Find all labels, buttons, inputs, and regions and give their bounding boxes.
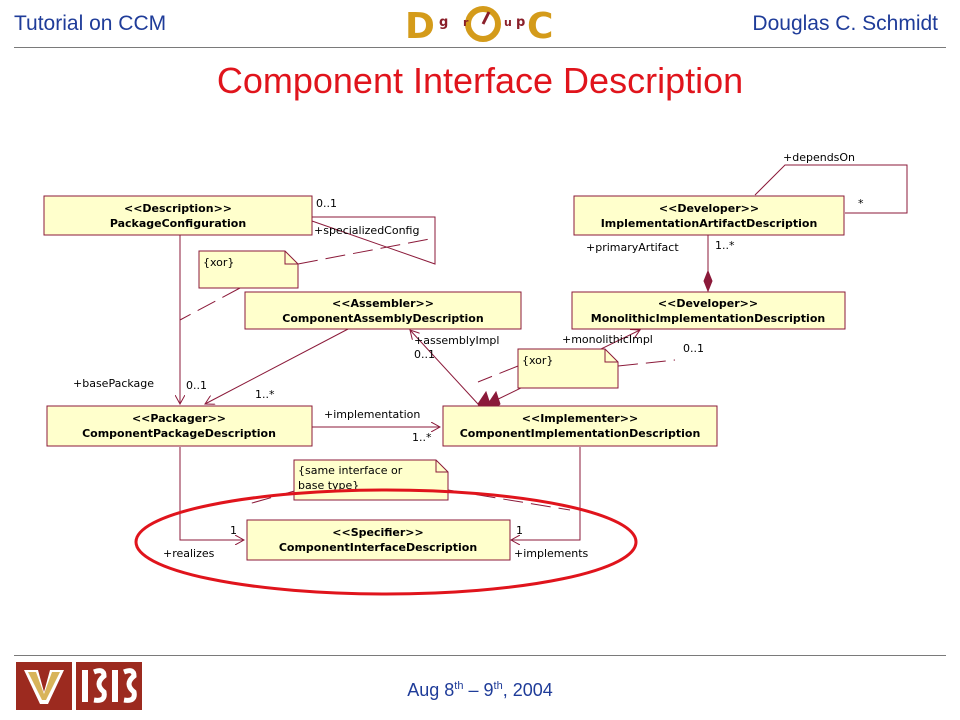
note-text-line1: {same interface or (298, 464, 403, 477)
label-role: +specializedConfig (314, 224, 419, 237)
footer-divider (14, 655, 946, 656)
label-role: +realizes (163, 547, 215, 560)
doc-group-logo: D g r O u p C (405, 6, 553, 44)
label-multiplicity: 0..1 (683, 342, 704, 355)
note-xor-middle: {xor} (517, 348, 619, 389)
label-multiplicity: 0..1 (316, 197, 337, 210)
primary-artifact-diamond (703, 269, 713, 293)
class-stereotype: <<Packager>> (132, 412, 226, 425)
label-role: +monolithicImpl (562, 333, 653, 346)
footer-date: Aug 8th – 9th, 2004 (0, 680, 960, 701)
class-name: MonolithicImplementationDescription (591, 312, 825, 325)
class-stereotype: <<Specifier>> (332, 526, 423, 539)
class-component-package: <<Packager>> ComponentPackageDescription (46, 405, 313, 447)
association-labels: 0..1 +specializedConfig +dependsOn * +pr… (73, 151, 864, 560)
depends-on-loop (754, 164, 908, 214)
class-name: ComponentPackageDescription (82, 427, 276, 440)
class-component-interface: <<Specifier>> ComponentInterfaceDescript… (246, 519, 511, 561)
specialized-config-loop (311, 216, 436, 265)
class-name: ComponentAssemblyDescription (282, 312, 483, 325)
class-name: ComponentImplementationDescription (460, 427, 701, 440)
vanderbilt-isis-logo (16, 662, 142, 710)
assembly-to-package-line (205, 327, 351, 404)
label-multiplicity: 1..* (715, 239, 735, 252)
slide-title: Component Interface Description (216, 60, 744, 101)
header-divider (14, 47, 946, 48)
logo-letter-p: p (516, 15, 525, 30)
logo-letter-u: u (504, 16, 512, 29)
footer-date-prefix: Aug 8 (407, 680, 455, 700)
label-multiplicity: 1 (230, 524, 237, 537)
label-multiplicity: 1..* (412, 431, 432, 444)
class-component-assembly: <<Assembler>> ComponentAssemblyDescripti… (244, 291, 522, 330)
association-lines (179, 164, 908, 540)
note-same-interface: {same interface or base type} (293, 459, 449, 501)
note-text: {xor} (522, 354, 553, 367)
note-text: {xor} (203, 256, 234, 269)
class-stereotype: <<Developer>> (658, 297, 758, 310)
label-multiplicity: 0..1 (414, 348, 435, 361)
implements-line (511, 447, 581, 540)
label-multiplicity: 1 (516, 524, 523, 537)
logo-letter-g: g (439, 15, 448, 30)
note-xor-top: {xor} (198, 250, 299, 289)
logo-letter-c: C (527, 6, 553, 44)
class-stereotype: <<Implementer>> (522, 412, 638, 425)
label-role: +primaryArtifact (586, 241, 679, 254)
footer-date-mid: – 9 (463, 680, 494, 700)
footer-date-suffix: , 2004 (502, 680, 553, 700)
label-role: +implements (514, 547, 589, 560)
class-stereotype: <<Developer>> (659, 202, 759, 215)
class-package-configuration: <<Description>> PackageConfiguration (43, 195, 313, 236)
label-role: +basePackage (73, 377, 154, 390)
header-left-title: Tutorial on CCM (14, 12, 167, 35)
assembly-impl-line (410, 330, 479, 405)
label-role: +dependsOn (783, 151, 855, 164)
class-monolithic-implementation: <<Developer>> MonolithicImplementationDe… (571, 291, 846, 330)
logo-letter-d: D (405, 6, 435, 44)
class-name: ComponentInterfaceDescription (279, 541, 477, 554)
label-multiplicity: 1..* (255, 388, 275, 401)
note-text-line2: base type} (298, 479, 359, 492)
header-author: Douglas C. Schmidt (752, 12, 938, 35)
class-component-implementation: <<Implementer>> ComponentImplementationD… (442, 405, 718, 447)
footer-date-sup2: th (493, 680, 503, 692)
label-multiplicity: 0..1 (186, 379, 207, 392)
class-stereotype: <<Assembler>> (332, 297, 434, 310)
label-role: +implementation (324, 408, 420, 421)
footer-date-sup1: th (454, 680, 464, 692)
highlight-ellipse (134, 488, 638, 596)
logo-letter-r: r (463, 16, 469, 29)
class-stereotype: <<Description>> (124, 202, 232, 215)
label-role: +assemblyImpl (414, 334, 499, 347)
realizes-line (179, 447, 244, 540)
class-name: ImplementationArtifactDescription (601, 217, 818, 230)
class-name: PackageConfiguration (110, 217, 246, 230)
class-implementation-artifact: <<Developer>> ImplementationArtifactDesc… (573, 195, 845, 236)
label-multiplicity: * (858, 197, 864, 210)
